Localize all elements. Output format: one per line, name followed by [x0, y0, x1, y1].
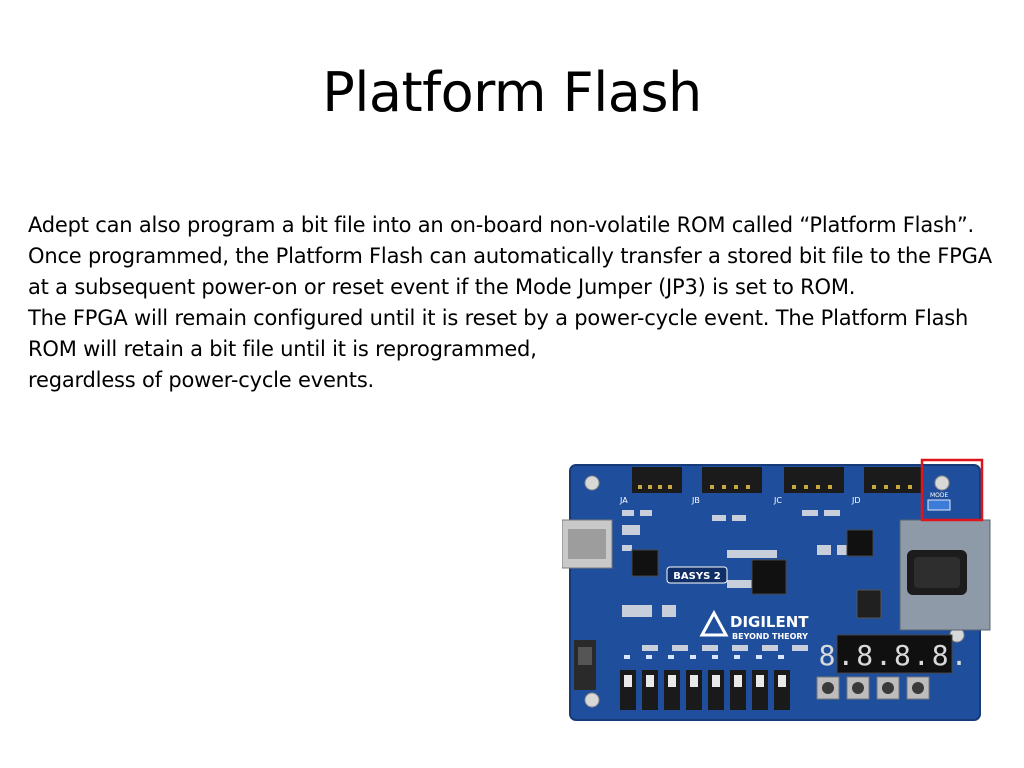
board-brand: DIGILENT [730, 613, 809, 631]
usb-chip [631, 549, 659, 577]
body-paragraph-4: regardless of power-cycle events. [28, 368, 375, 392]
body-paragraph-2: Once programmed, the Platform Flash can … [28, 244, 992, 299]
seven-segment-display [836, 634, 953, 674]
pmod-connectors [632, 467, 922, 493]
seven-segment-digits: 8.8.8.8. [819, 639, 970, 672]
leds [624, 655, 784, 659]
connector-label-jb: JB [691, 496, 700, 505]
slide-body: Adept can also program a bit file into a… [28, 210, 1003, 396]
ic-socket [856, 589, 882, 619]
basys2-board-image: JA JB JC JD [562, 455, 997, 725]
mount-hole [584, 475, 600, 491]
digilent-logo-icon [699, 609, 729, 637]
body-paragraph-1: Adept can also program a bit file into a… [28, 213, 974, 237]
flash-chip [846, 529, 874, 557]
board-model-label: BASYS 2 [673, 571, 720, 582]
body-paragraph-3: The FPGA will remain configured until it… [28, 306, 969, 361]
connector-label-jc: JC [773, 496, 782, 505]
slide-switches [620, 670, 790, 710]
board-tagline: BEYOND THEORY [732, 632, 808, 641]
connector-label-ja: JA [619, 496, 628, 505]
mode-jumper-highlight [920, 458, 984, 522]
mode-jumper [927, 499, 951, 511]
slide-title: Platform Flash [322, 61, 702, 124]
mode-jumper-hole [934, 475, 950, 491]
connector-label-jd: JD [851, 496, 861, 505]
mode-label: MODE [930, 492, 949, 499]
push-buttons [816, 676, 930, 700]
fpga-chip [751, 559, 787, 595]
mount-hole [584, 692, 600, 708]
